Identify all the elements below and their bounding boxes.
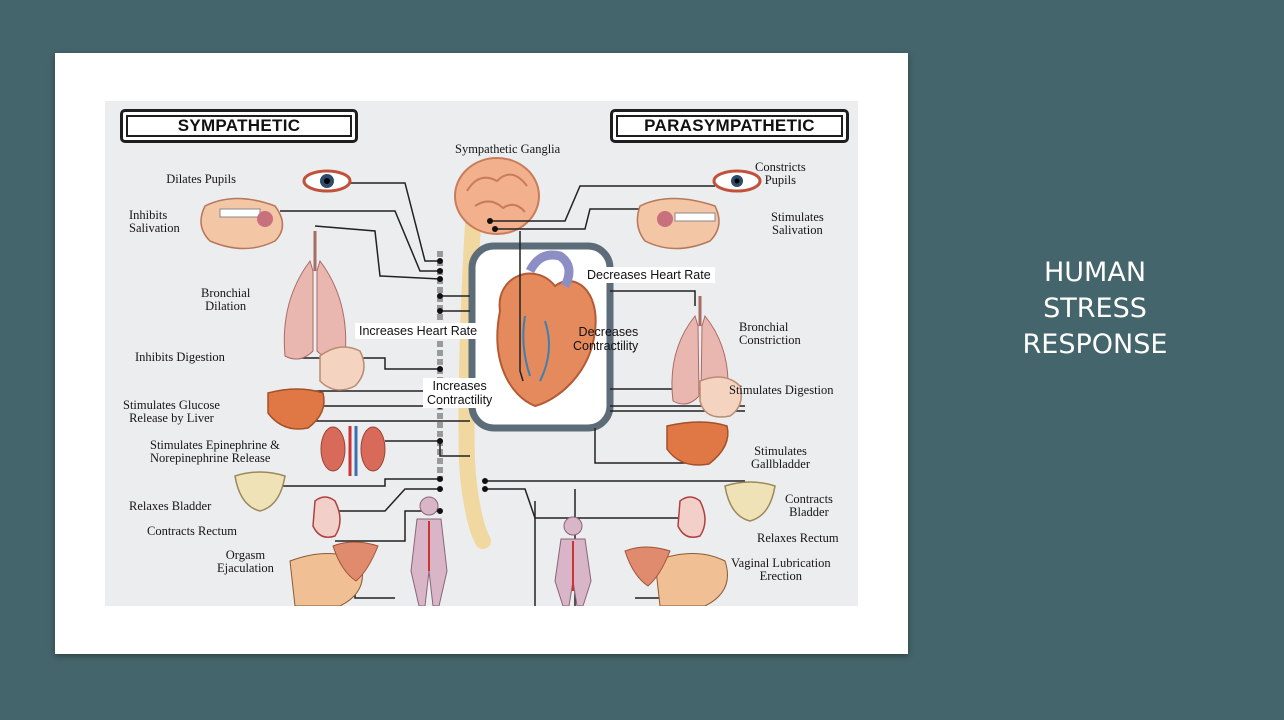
salivary-gland-icon xyxy=(637,199,719,249)
brain-icon xyxy=(455,158,539,234)
slide-title: HUMAN STRESS RESPONSE xyxy=(960,255,1230,363)
bronchial-dilation-label: Bronchial Dilation xyxy=(201,287,250,313)
parasympathetic-header: PARASYMPATHETIC xyxy=(610,109,849,143)
dilates-pupils-label: Dilates Pupils xyxy=(166,173,236,186)
vaginal-lubrication-erection-label: Vaginal Lubrication Erection xyxy=(731,557,831,583)
slide-title-line: RESPONSE xyxy=(960,327,1230,363)
inhibits-digestion-label: Inhibits Digestion xyxy=(135,351,225,364)
orgasm-ejaculation-label: Orgasm Ejaculation xyxy=(217,549,274,575)
decreases-heart-rate-label: Decreases Heart Rate xyxy=(583,267,715,283)
constricts-pupils-label: Constricts Pupils xyxy=(755,161,806,187)
salivary-gland-icon xyxy=(201,199,283,249)
bladder-icon xyxy=(725,482,775,521)
sympathetic-ganglia-label: Sympathetic Ganglia xyxy=(455,143,560,156)
kidneys-icon xyxy=(321,426,385,476)
stomach-icon xyxy=(320,347,364,390)
liver-icon xyxy=(667,422,728,465)
relaxes-bladder-label: Relaxes Bladder xyxy=(129,500,211,513)
stimulates-gallbladder-label: Stimulates Gallbladder xyxy=(751,445,810,471)
bladder-icon xyxy=(235,472,285,511)
rectum-icon xyxy=(678,497,705,537)
epinephrine-release-label: Stimulates Epinephrine & Norepinephrine … xyxy=(150,439,280,465)
reproductive-organs-icon xyxy=(625,547,728,606)
relaxes-rectum-label: Relaxes Rectum xyxy=(757,532,839,545)
contracts-rectum-label: Contracts Rectum xyxy=(147,525,237,538)
eye-icon xyxy=(304,171,350,191)
slide-title-line: HUMAN xyxy=(960,255,1230,291)
contracts-bladder-label: Contracts Bladder xyxy=(785,493,833,519)
slide-title-line: STRESS xyxy=(960,291,1230,327)
bronchial-constriction-label: Bronchial Constriction xyxy=(739,321,801,347)
human-figure-icon xyxy=(555,517,591,606)
lungs-icon xyxy=(284,231,345,359)
diagram-card: SYMPATHETIC PARASYMPATHETIC Sympathetic … xyxy=(55,53,908,654)
eye-icon xyxy=(714,171,760,191)
stimulates-salivation-label: Stimulates Salivation xyxy=(771,211,824,237)
reproductive-organs-icon xyxy=(290,542,378,606)
liver-icon xyxy=(268,389,324,429)
stimulates-digestion-label: Stimulates Digestion xyxy=(729,384,834,397)
inhibits-salivation-label: Inhibits Salivation xyxy=(129,209,180,235)
sympathetic-header: SYMPATHETIC xyxy=(120,109,358,143)
increases-contractility-label: Increases Contractility xyxy=(423,378,496,408)
rectum-icon xyxy=(313,497,340,537)
autonomic-nervous-system-diagram: SYMPATHETIC PARASYMPATHETIC Sympathetic … xyxy=(105,101,858,606)
decreases-contractility-label: Decreases Contractility xyxy=(569,324,642,354)
increases-heart-rate-label: Increases Heart Rate xyxy=(355,323,481,339)
glucose-release-label: Stimulates Glucose Release by Liver xyxy=(123,399,220,425)
